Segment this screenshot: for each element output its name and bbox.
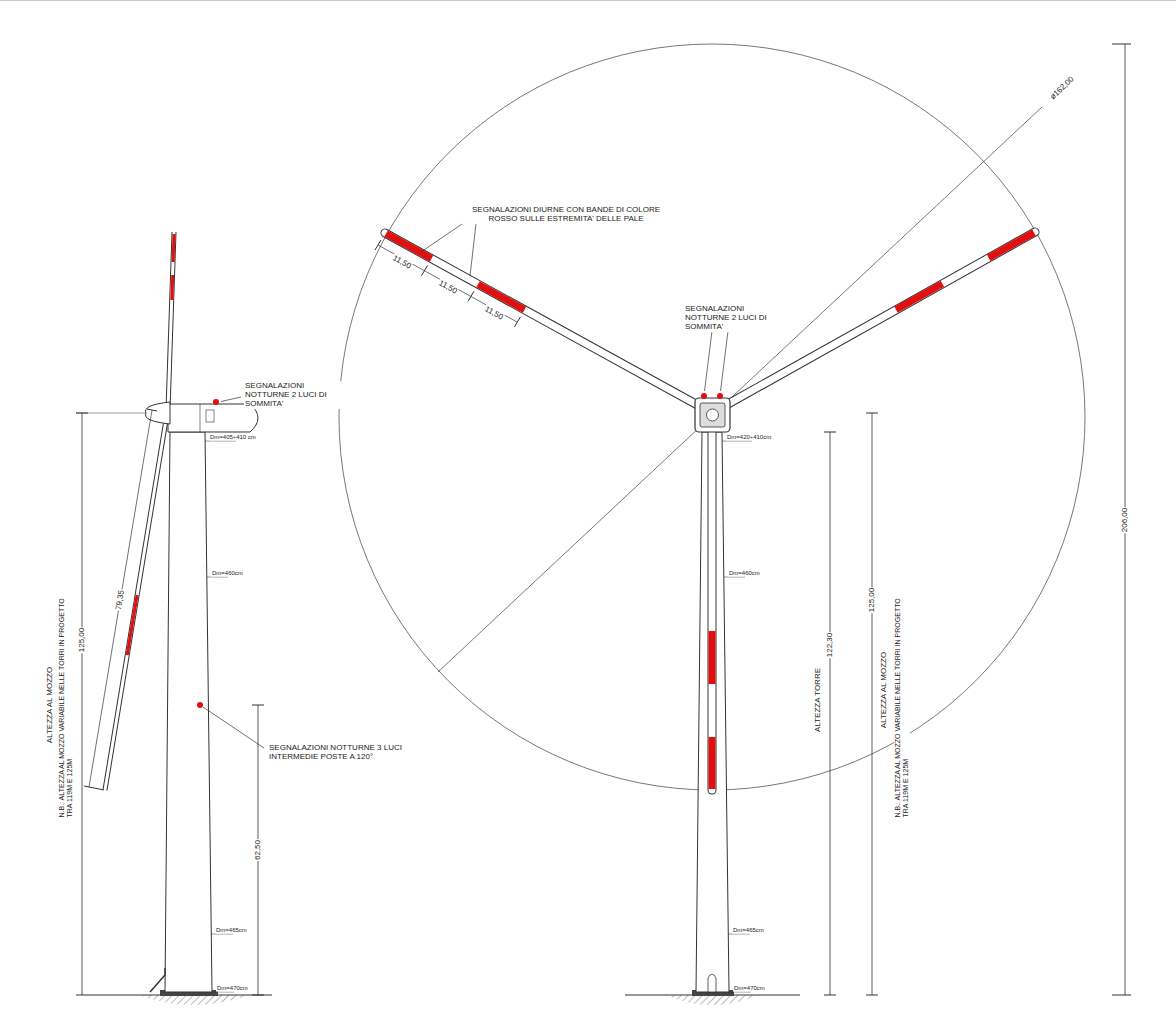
dimension-caption: ALTEZZA AL MOZZO (879, 651, 888, 729)
front-view (339, 44, 1131, 1005)
dimension-value: 11,50 (436, 278, 459, 296)
diameter-label: Dm=460cm (211, 570, 244, 577)
note-label: SEGNALAZIONI NOTTURNE 2 LUCI DI SOMMITA' (244, 381, 341, 409)
dimension-value: 122,30 (825, 632, 834, 658)
diameter-label: Dm=460cm (728, 570, 761, 577)
diameter-label: Dm=470cm (216, 985, 249, 992)
diameter-label: Dm=470cm (733, 985, 766, 992)
dimension-value: 11,50 (482, 304, 505, 322)
dimension-value: 125,00 (867, 587, 876, 613)
diameter-label: Dm=405÷410 cm (209, 434, 257, 441)
note-label: N.B.: ALTEZZA AL MOZZO VARIABILE NELLE T… (58, 582, 74, 819)
dimension-value: 79,35 (114, 588, 127, 611)
dimension-caption: ALTEZZA AL MOZZO (45, 666, 54, 744)
diameter-label: Dm=465cm (215, 927, 248, 934)
diameter-label: Dm=420÷410cm (726, 434, 772, 441)
dimension-value: ø162,00 (1047, 74, 1076, 102)
note-label: SEGNALAZIONI NOTTURNE 3 LUCI INTERMEDIE … (268, 743, 410, 761)
diameter-label: Dm=465cm (732, 927, 765, 934)
dimension-value: 125,00 (77, 627, 86, 653)
dimension-caption: ALTEZZA TORRE (813, 667, 822, 733)
note-label: SEGNALAZIONI DIURNE CON BANDE DI COLORE … (458, 205, 675, 223)
dimension-value: 62,50 (253, 839, 262, 861)
dimension-value: 206,00 (1120, 507, 1129, 533)
dimension-value: 11,50 (390, 253, 413, 271)
note-label: SEGNALAZIONI NOTTURNE 2 LUCI DI SOMMITA' (684, 304, 786, 332)
side-view (76, 232, 272, 1005)
note-label: N.B.: ALTEZZA AL MOZZO VARIABILE NELLE T… (894, 582, 910, 819)
